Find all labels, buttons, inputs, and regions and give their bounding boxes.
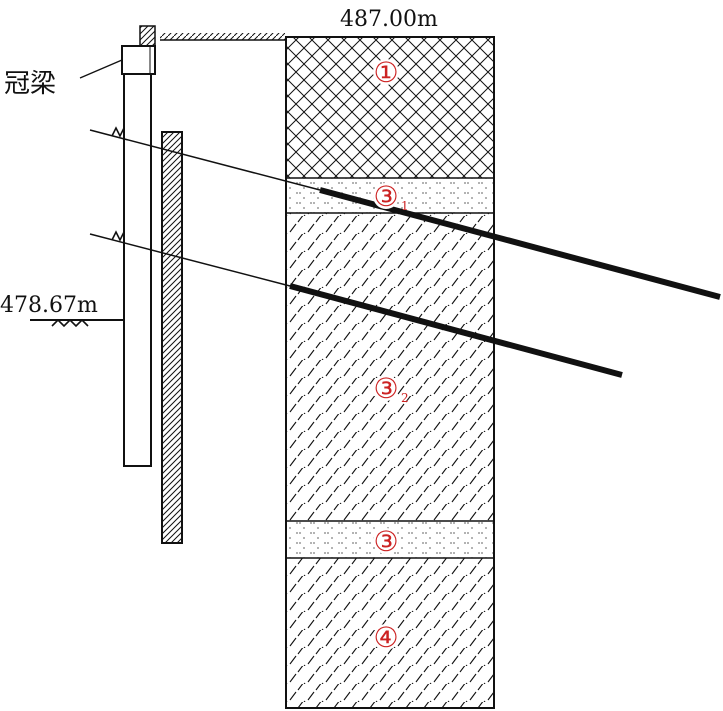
- layer-label-text: ③: [373, 372, 398, 405]
- crown-beam-leader: [79, 59, 123, 79]
- layer-label-1: ①: [373, 56, 399, 89]
- excavation-level-mark: [30, 318, 124, 328]
- layer-label-subscript: 1: [401, 199, 409, 213]
- crown-beam-label: 冠梁: [4, 69, 56, 99]
- excavation-elevation: 478.67m: [0, 293, 98, 318]
- layer-label-text: ③: [373, 180, 398, 213]
- layer-label-subscript: 2: [401, 391, 409, 405]
- layer-3-2: [286, 213, 494, 521]
- ground-surface: [160, 33, 285, 41]
- retaining-wall: [161, 131, 183, 544]
- layer-label-text: ④: [373, 621, 398, 654]
- top-elevation: 487.00m: [340, 7, 438, 32]
- layer-label-4: ④: [373, 621, 399, 654]
- anchor-lower: [89, 230, 623, 378]
- layer-label-text: ③: [373, 525, 398, 558]
- pile: [121, 25, 156, 467]
- layer-label-text: ①: [373, 56, 398, 89]
- layer-label-3: ③: [373, 525, 399, 558]
